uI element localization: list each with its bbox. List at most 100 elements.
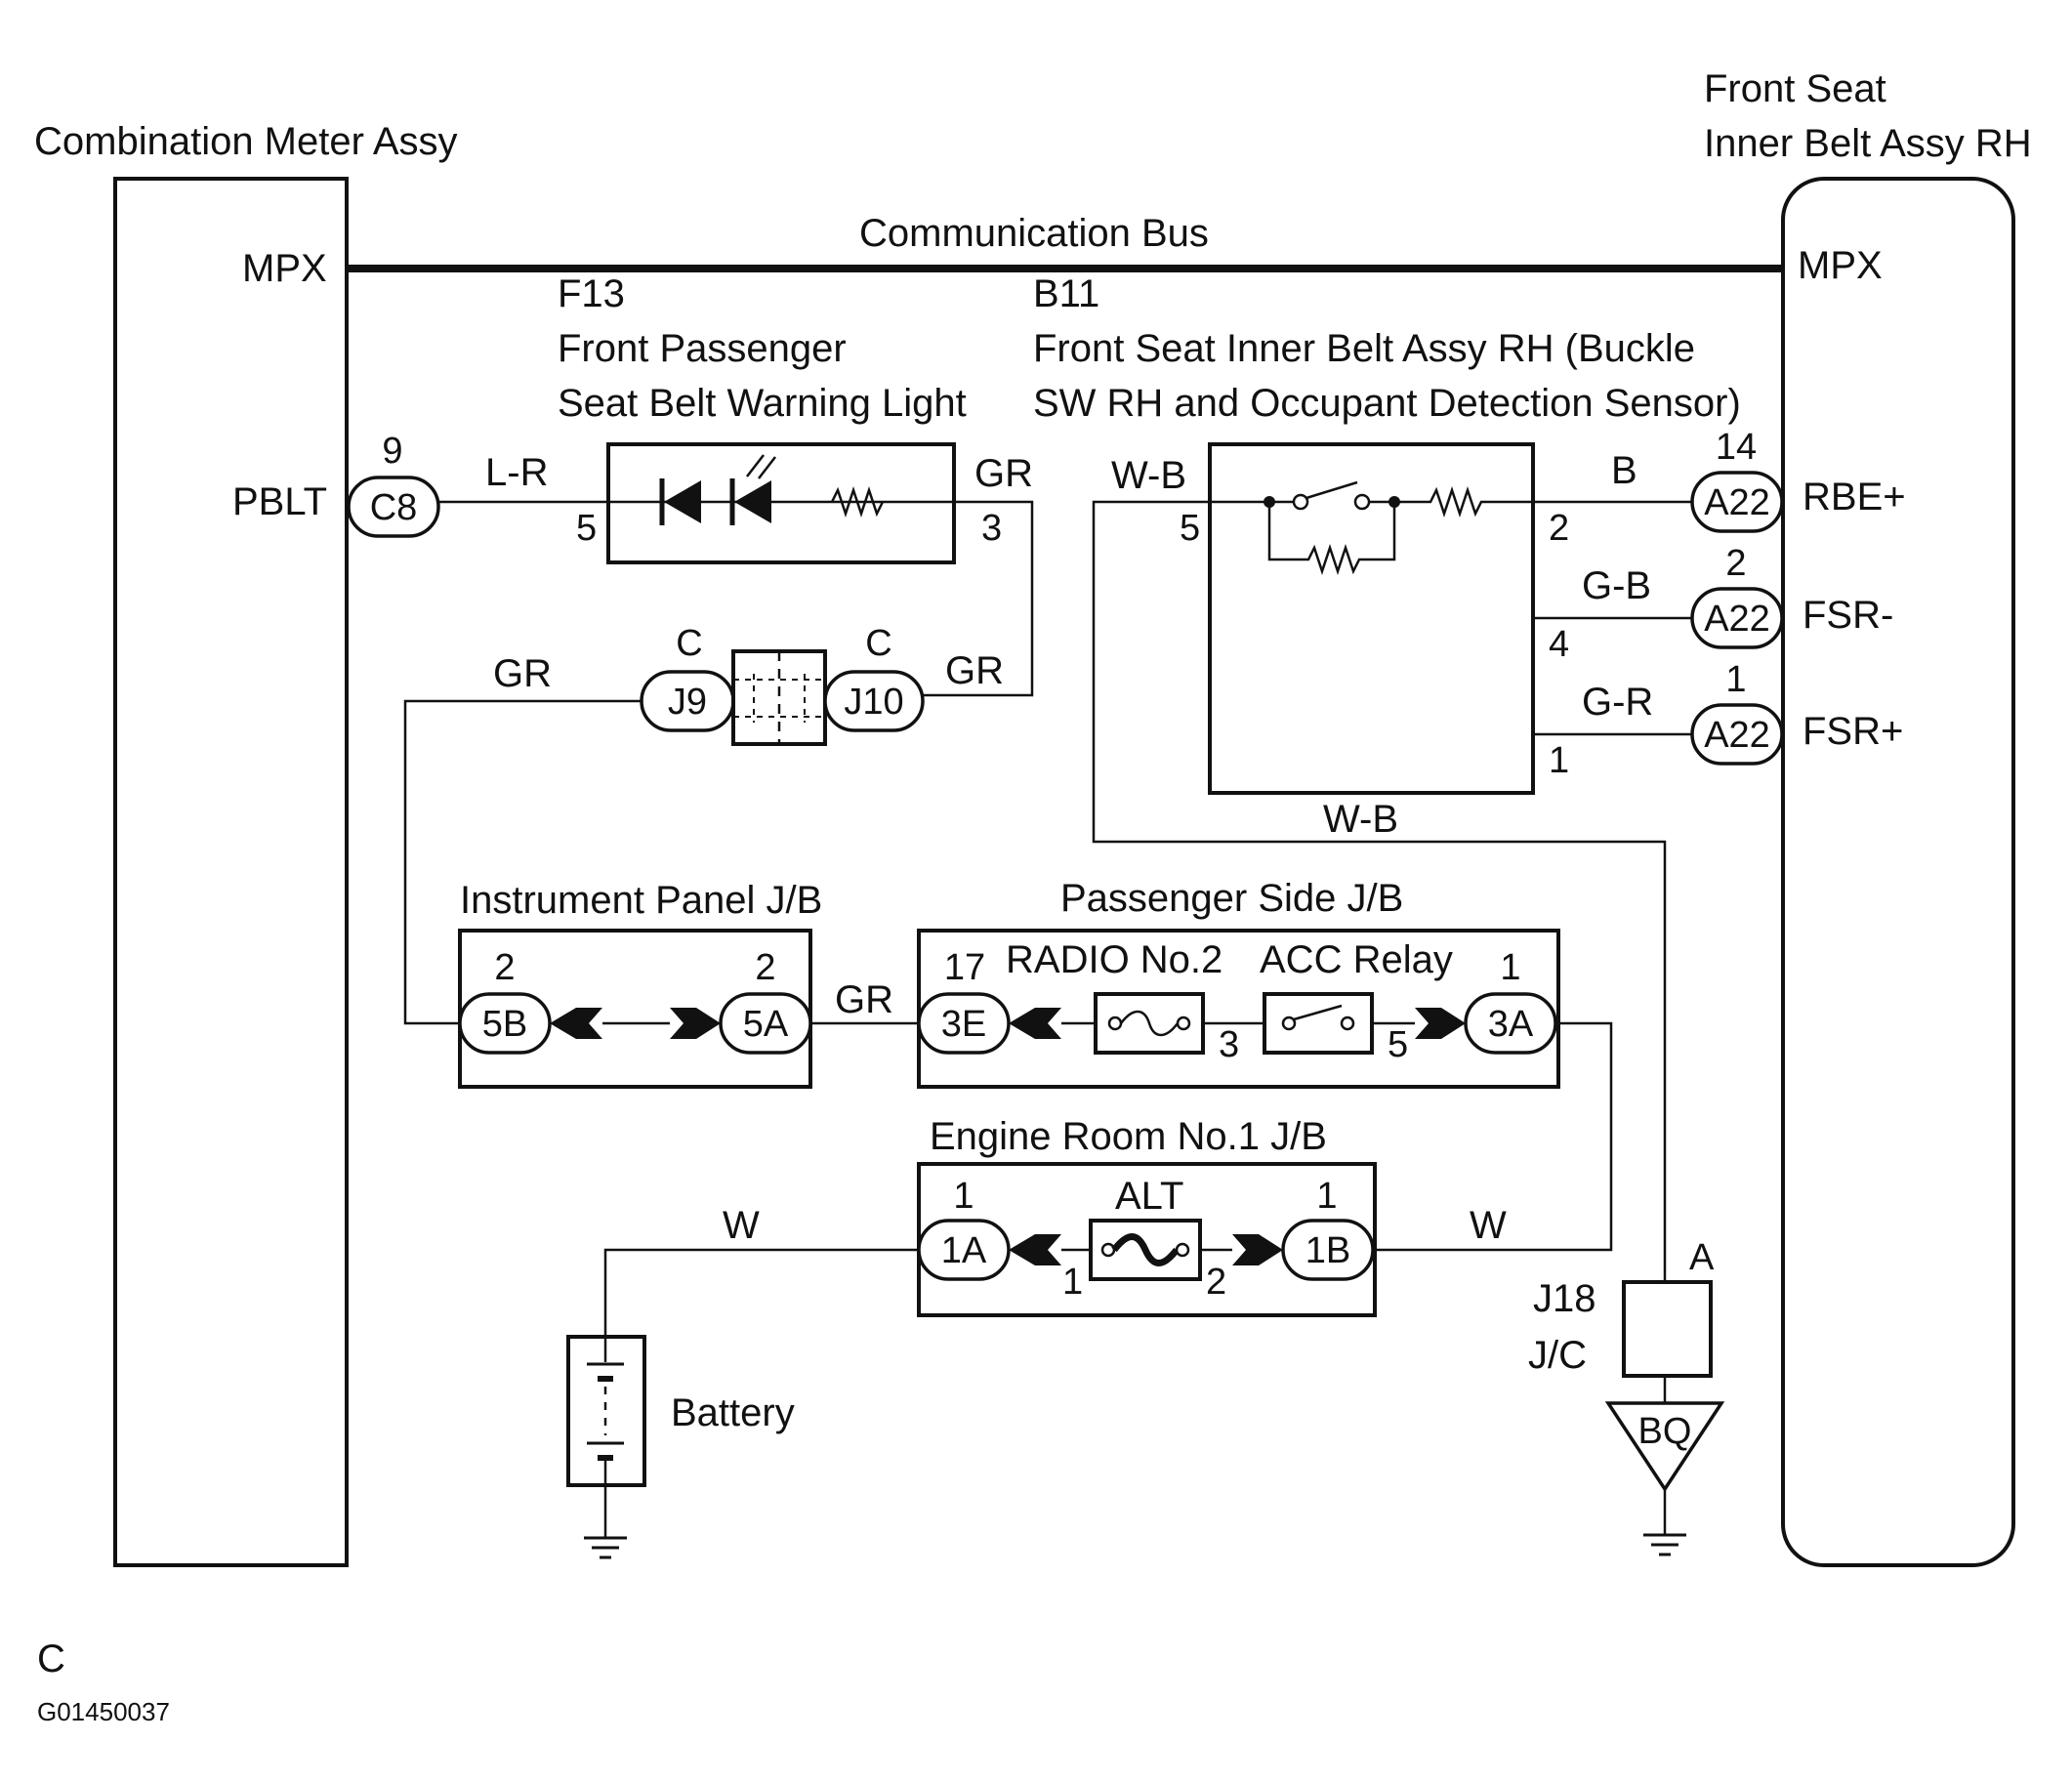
pblt-label: PBLT bbox=[232, 480, 327, 523]
acc-relay-box bbox=[1263, 992, 1374, 1055]
wire-w-b-bottom-label: W-B bbox=[1323, 798, 1398, 841]
b11-resistor-icon bbox=[1394, 486, 1533, 518]
alt-fusible-link-icon bbox=[1100, 1233, 1190, 1266]
combination-meter-label: Combination Meter Assy bbox=[34, 120, 458, 163]
mpx-left-label: MPX bbox=[242, 247, 327, 290]
wire-w-left bbox=[603, 1248, 919, 1337]
wire-gr-top bbox=[923, 500, 1034, 697]
rbe-plus-label: RBE+ bbox=[1803, 476, 1906, 518]
relay-out-pin: 5 bbox=[1388, 1024, 1408, 1065]
battery-icon bbox=[587, 1337, 624, 1485]
1a-label: 1A bbox=[941, 1230, 987, 1271]
alt-out-pin: 2 bbox=[1206, 1262, 1226, 1303]
b11-pin-2: 2 bbox=[1549, 508, 1569, 549]
3a-label: 3A bbox=[1488, 1004, 1534, 1045]
wire-gr-j9 bbox=[403, 699, 642, 1025]
a22-label-14: A22 bbox=[1704, 482, 1770, 523]
1b-arrow-icon bbox=[1232, 1234, 1283, 1265]
3a-pin: 1 bbox=[1500, 947, 1520, 988]
engine-room-jb-label: Engine Room No.1 J/B bbox=[930, 1115, 1327, 1158]
body-ground-icon bbox=[1643, 1533, 1686, 1556]
wire-l-r-label: L-R bbox=[485, 451, 548, 494]
5a-pin: 2 bbox=[755, 947, 775, 988]
a22-label-1: A22 bbox=[1704, 715, 1770, 756]
3e-label: 3E bbox=[941, 1004, 986, 1045]
ground-bq-triangle bbox=[1604, 1401, 1725, 1493]
3e-arrow-icon bbox=[1009, 1008, 1061, 1039]
a22-connector-14 bbox=[1690, 471, 1784, 533]
acc-relay-switch-icon bbox=[1281, 1004, 1355, 1031]
1b-pin: 1 bbox=[1316, 1176, 1337, 1217]
a22-pin-14: 14 bbox=[1716, 427, 1757, 468]
j18-pin-a: A bbox=[1689, 1237, 1715, 1278]
wire-w-left-label: W bbox=[723, 1204, 760, 1247]
a22-connector-1 bbox=[1690, 703, 1784, 766]
b11-pin-5: 5 bbox=[1180, 508, 1200, 549]
f13-resistor-icon bbox=[830, 486, 885, 518]
wire-gr-jb-label: GR bbox=[835, 978, 893, 1021]
battery-label: Battery bbox=[671, 1391, 795, 1434]
f13-label-2: Seat Belt Warning Light bbox=[558, 382, 967, 425]
combination-meter-box bbox=[113, 177, 349, 1567]
buckle-switch-icon bbox=[1210, 480, 1400, 575]
footer-code: C bbox=[37, 1638, 65, 1680]
f13-pin-5: 5 bbox=[576, 508, 597, 549]
b11-label-1: Front Seat Inner Belt Assy RH (Buckle bbox=[1033, 327, 1695, 370]
wire-w-right-label: W bbox=[1470, 1204, 1507, 1247]
wire-w-b-top-label: W-B bbox=[1111, 454, 1186, 497]
mpx-right-label: MPX bbox=[1798, 244, 1883, 287]
c8-connector bbox=[347, 476, 440, 538]
5b-pin: 2 bbox=[494, 947, 515, 988]
wire-g-r-label: G-R bbox=[1582, 681, 1653, 724]
c8-pin: 9 bbox=[382, 431, 402, 472]
f13-warning-light-box bbox=[606, 442, 956, 564]
radio-no2-label: RADIO No.2 bbox=[1006, 938, 1222, 981]
f13-pin-3: 3 bbox=[981, 508, 1002, 549]
front-seat-belt-box bbox=[1781, 177, 2015, 1567]
f13-label-1: Front Passenger bbox=[558, 327, 847, 370]
alt-in-pin: 1 bbox=[1062, 1262, 1083, 1303]
b11-label-2: SW RH and Occupant Detection Sensor) bbox=[1033, 382, 1741, 425]
wire-w-b bbox=[1092, 500, 1667, 1282]
5a-arrow-icon bbox=[670, 1008, 721, 1039]
1a-arrow-icon bbox=[1009, 1234, 1061, 1265]
j10-label: J10 bbox=[844, 682, 903, 723]
battery-ground-icon bbox=[584, 1536, 627, 1559]
b11-pin-4: 4 bbox=[1549, 624, 1569, 665]
b11-pin-1: 1 bbox=[1549, 740, 1569, 781]
a22-pin-2: 2 bbox=[1725, 543, 1746, 584]
wire-w-right bbox=[1375, 1021, 1613, 1252]
b11-code: B11 bbox=[1033, 272, 1099, 315]
alt-label: ALT bbox=[1115, 1175, 1183, 1218]
a22-connector-2 bbox=[1690, 587, 1784, 649]
wire-b-label: B bbox=[1611, 449, 1637, 492]
jc-label: J/C bbox=[1528, 1334, 1587, 1377]
front-seat-belt-label-1: Front Seat bbox=[1704, 67, 1886, 110]
j18-label: J18 bbox=[1533, 1277, 1596, 1320]
b11-box bbox=[1208, 442, 1535, 795]
instrument-panel-jb-label: Instrument Panel J/B bbox=[460, 879, 822, 922]
wire-gr-j9-label: GR bbox=[493, 652, 552, 695]
1a-pin: 1 bbox=[953, 1176, 974, 1217]
wire-gr-top-label: GR bbox=[974, 452, 1033, 495]
a22-label-2: A22 bbox=[1704, 599, 1770, 640]
5b-arrow-icon bbox=[550, 1008, 602, 1039]
f13-code: F13 bbox=[558, 272, 625, 315]
j9-label: J9 bbox=[668, 682, 707, 723]
radio-out-pin: 3 bbox=[1219, 1024, 1239, 1065]
1b-label: 1B bbox=[1305, 1230, 1350, 1271]
a22-pin-1: 1 bbox=[1725, 659, 1746, 700]
j10-c-label: C bbox=[865, 623, 891, 664]
led-icon bbox=[659, 454, 776, 525]
j9-c-label: C bbox=[676, 623, 702, 664]
5b-label: 5B bbox=[482, 1004, 527, 1045]
ground-bq-label: BQ bbox=[1638, 1411, 1692, 1452]
instrument-panel-jb-box bbox=[458, 929, 812, 1089]
front-seat-belt-label-2: Inner Belt Assy RH bbox=[1704, 122, 2032, 165]
communication-bus-label: Communication Bus bbox=[859, 212, 1209, 255]
passenger-side-jb-label: Passenger Side J/B bbox=[1060, 877, 1403, 920]
j18-box bbox=[1622, 1280, 1713, 1378]
fsr-plus-label: FSR+ bbox=[1803, 710, 1903, 753]
j10-connector bbox=[823, 670, 925, 732]
